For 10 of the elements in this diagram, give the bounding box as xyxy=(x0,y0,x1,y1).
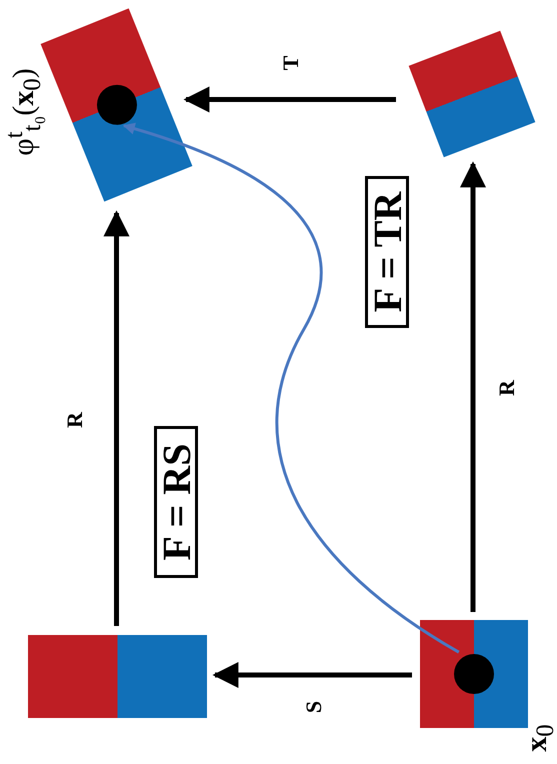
arrow xyxy=(212,662,412,688)
arrow xyxy=(460,161,486,612)
two-colour-block xyxy=(420,620,528,728)
formula-box: F = TR xyxy=(365,176,409,328)
arrow xyxy=(183,86,396,112)
dot xyxy=(454,654,494,694)
formula-box: F = RS xyxy=(154,426,198,578)
two-colour-block xyxy=(28,634,206,718)
arrow xyxy=(104,210,130,626)
trajectory-curve xyxy=(122,122,460,654)
